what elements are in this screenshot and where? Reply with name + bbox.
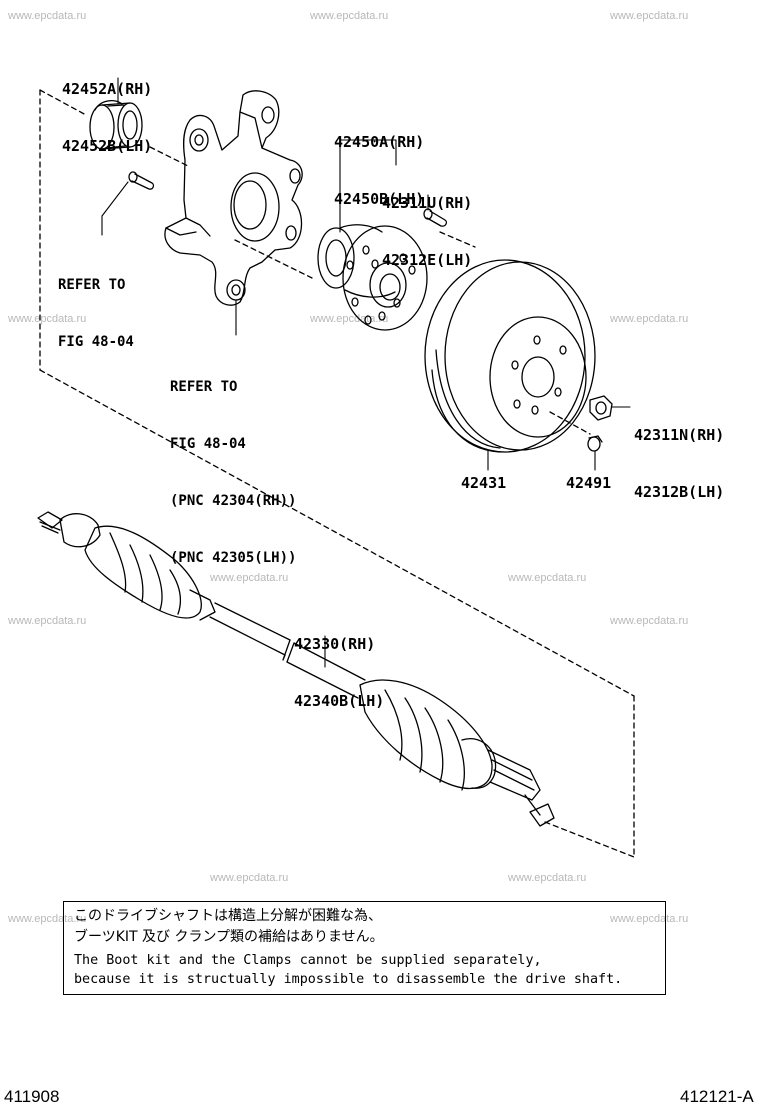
part-label-42311n: 42311N(RH) 42312B(LH) bbox=[634, 388, 724, 521]
part-number: 42452A(RH) bbox=[62, 80, 153, 98]
refer-text: FIG 48-04 bbox=[170, 436, 246, 452]
part-number: 42311U(RH) bbox=[382, 194, 473, 212]
washer-42491 bbox=[587, 435, 603, 452]
hub-bearing-42450 bbox=[317, 224, 428, 331]
leader-lines bbox=[101, 77, 631, 668]
knuckle-bolt bbox=[128, 171, 155, 190]
note-english-line-1: The Boot kit and the Clamps cannot be su… bbox=[74, 953, 542, 968]
part-label-42330: 42330(RH) 42340B(LH) bbox=[294, 597, 384, 730]
refer-text: FIG 48-04 bbox=[58, 334, 134, 350]
watermark: www.epcdata.ru bbox=[8, 313, 87, 325]
refer-label-knuckle-bolt: REFER TO FIG 48-04 bbox=[58, 238, 134, 371]
watermark: www.epcdata.ru bbox=[508, 872, 587, 884]
watermark: www.epcdata.ru bbox=[610, 313, 689, 325]
note-english-line-2: because it is structually impossible to … bbox=[74, 972, 623, 987]
part-number: 42340B(LH) bbox=[294, 692, 385, 710]
watermark: www.epcdata.ru bbox=[610, 10, 689, 22]
refer-label-knuckle: REFER TO FIG 48-04 (PNC 42304(RH)) (PNC … bbox=[170, 340, 296, 587]
part-label-42431: 42431 bbox=[461, 474, 507, 492]
part-label-42491: 42491 bbox=[566, 474, 612, 492]
part-number: 42450A(RH) bbox=[334, 133, 425, 151]
refer-text: REFER TO bbox=[58, 277, 126, 293]
hub-nut-42311n bbox=[589, 395, 613, 421]
part-label-42450: 42450A(RH) 42450B(LH) bbox=[334, 95, 424, 228]
refer-text: (PNC 42304(RH)) bbox=[170, 493, 297, 509]
watermark: www.epcdata.ru bbox=[610, 913, 689, 925]
part-number: 42450B(LH) bbox=[334, 190, 425, 208]
part-number: 42311N(RH) bbox=[634, 426, 725, 444]
part-label-42311u: 42311U(RH) 42312E(LH) bbox=[382, 156, 472, 289]
watermark: www.epcdata.ru bbox=[8, 913, 87, 925]
footer-code-left: 411908 bbox=[4, 1087, 60, 1106]
note-japanese-line-1: このドライブシャフトは構造上分解が困難な為、 bbox=[74, 908, 382, 924]
watermark: www.epcdata.ru bbox=[310, 10, 389, 22]
assembly-frame bbox=[39, 89, 635, 858]
watermark: www.epcdata.ru bbox=[8, 615, 87, 627]
part-number: 42312E(LH) bbox=[382, 251, 473, 269]
refer-text: REFER TO bbox=[170, 379, 238, 395]
part-number: 42452B(LH) bbox=[62, 137, 153, 155]
watermark: www.epcdata.ru bbox=[8, 10, 87, 22]
bearing-42452 bbox=[89, 99, 143, 150]
footer-code-right: 412121-A bbox=[680, 1087, 754, 1106]
note-box: このドライブシャフトは構造上分解が困難な為、 ブーツKIT 及び クランプ類の補… bbox=[63, 901, 666, 995]
drive-shaft-42330 bbox=[37, 511, 555, 827]
note-japanese-line-2: ブーツKIT 及び クランプ類の補給はありません。 bbox=[74, 929, 384, 945]
watermark: www.epcdata.ru bbox=[210, 572, 289, 584]
part-number: 42330(RH) bbox=[294, 635, 376, 653]
steering-knuckle bbox=[164, 90, 303, 306]
part-label-42452: 42452A(RH) 42452B(LH) bbox=[62, 42, 152, 175]
watermark: www.epcdata.ru bbox=[210, 872, 289, 884]
watermark: www.epcdata.ru bbox=[610, 615, 689, 627]
part-number: 42312B(LH) bbox=[634, 483, 725, 501]
refer-text: (PNC 42305(LH)) bbox=[170, 550, 297, 566]
watermark: www.epcdata.ru bbox=[508, 572, 587, 584]
